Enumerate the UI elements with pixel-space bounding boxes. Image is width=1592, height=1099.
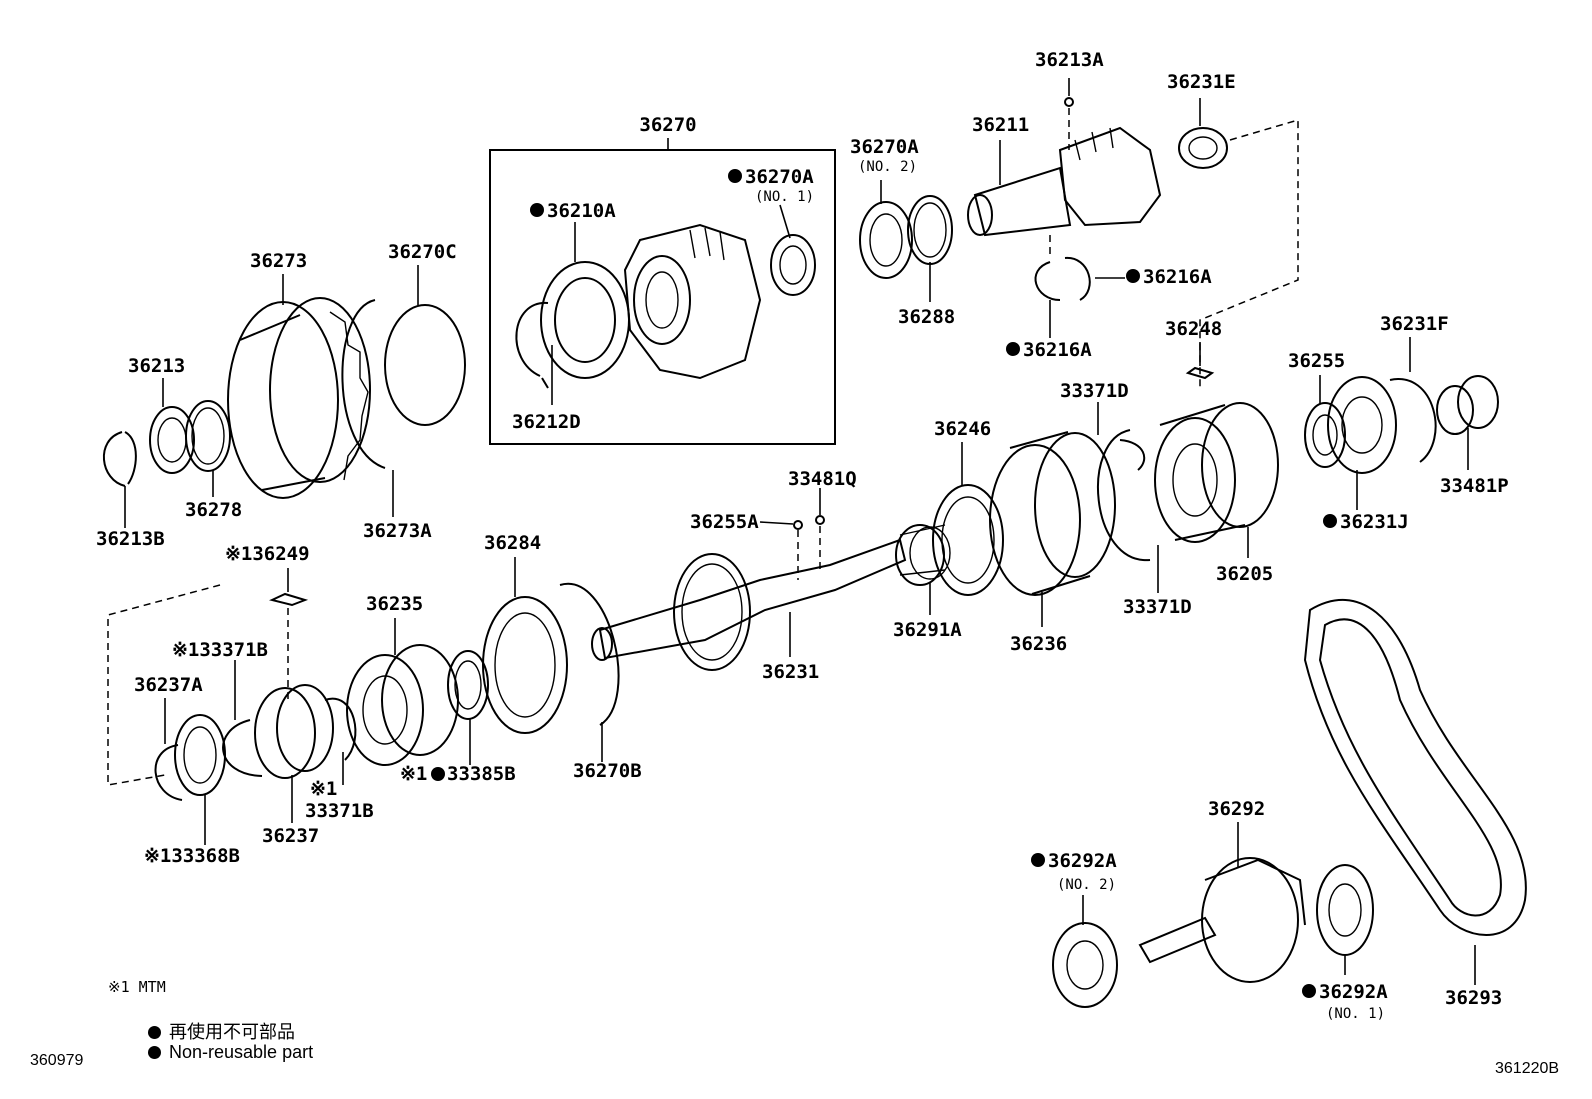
legend-en: Non-reusable part [148,1042,313,1063]
bullet-icon [148,1046,161,1059]
label-36216A-bottom: 36216A [1023,339,1092,361]
nonreusable-bullet [1126,269,1140,283]
label-33371D-bottom: 33371D [1123,596,1192,618]
figure-code-right: 361220B [1495,1060,1560,1077]
label-36270C: 36270C [388,241,457,263]
figure-code-left: 360979 [30,1052,84,1069]
label-no2-bottom: (NO. 2) [1057,877,1116,893]
nonreusable-bullet [1323,514,1337,528]
legend-jp: 再使用不可部品 [148,1018,295,1044]
label-36213: 36213 [128,355,185,377]
nonreusable-bullet [1302,984,1316,998]
label-36205: 36205 [1216,563,1273,585]
label-36255: 36255 [1288,350,1345,372]
label-36291A: 36291A [893,619,962,641]
label-36246: 36246 [934,418,991,440]
label-36270: 36270 [639,114,696,136]
label-36273A: 36273A [363,520,432,542]
label-33481Q: 33481Q [788,468,857,490]
nonreusable-bullet [728,169,742,183]
legend-jp-text: 再使用不可部品 [169,1022,295,1042]
nonreusable-bullet [431,767,445,781]
label-no1-bottom: (NO. 1) [1326,1006,1385,1022]
label-36211: 36211 [972,114,1029,136]
label-36270A-no1: 36270A [745,166,814,188]
label-no1: (NO. 1) [755,189,814,205]
label-36270A-no2: 36270A [850,136,919,158]
label-36278: 36278 [185,499,242,521]
label-33371D-top: 33371D [1060,380,1129,402]
label-33385B-code: 33385B [447,763,516,785]
label-36213B: 36213B [96,528,165,550]
label-36270B: 36270B [573,760,642,782]
label-33371B-note: ※1 [310,778,337,800]
label-33481P: 33481P [1440,475,1509,497]
legend-en-text: Non-reusable part [169,1042,314,1062]
label-36288: 36288 [898,306,955,328]
label-36235: 36235 [366,593,423,615]
label-36212D: 36212D [512,411,581,433]
label-36231F: 36231F [1380,313,1449,335]
label-33385B: ※1 [400,763,427,785]
bullet-icon [148,1026,161,1039]
label-36213A: 36213A [1035,49,1104,71]
nonreusable-bullet [530,203,544,217]
label-36210A: 36210A [547,200,616,222]
label-36216A-right: 36216A [1143,266,1212,288]
label-36236: 36236 [1010,633,1067,655]
nonreusable-bullet [1031,853,1045,867]
label-36231: 36231 [762,661,819,683]
footnote-mtm: ※1 MTM [108,978,166,996]
label-36249: ※136249 [225,543,310,565]
label-33371B-bottom: 33371B [305,800,374,822]
label-36248: 36248 [1165,318,1222,340]
label-36237: 36237 [262,825,319,847]
subassembly-frame [489,149,836,445]
label-36273: 36273 [250,250,307,272]
label-36284: 36284 [484,532,541,554]
label-36292A-no1: 36292A [1319,981,1388,1003]
label-36292A-no2: 36292A [1048,850,1117,872]
nonreusable-bullet [1006,342,1020,356]
label-33371B-top: ※133371B [172,639,268,661]
label-36293: 36293 [1445,987,1502,1009]
label-36255A: 36255A [690,511,759,533]
label-36231J: 36231J [1340,511,1409,533]
label-36231E: 36231E [1167,71,1236,93]
label-33368B: ※133368B [144,845,240,867]
label-36237A: 36237A [134,674,203,696]
label-no2: (NO. 2) [858,159,917,175]
label-36292: 36292 [1208,798,1265,820]
